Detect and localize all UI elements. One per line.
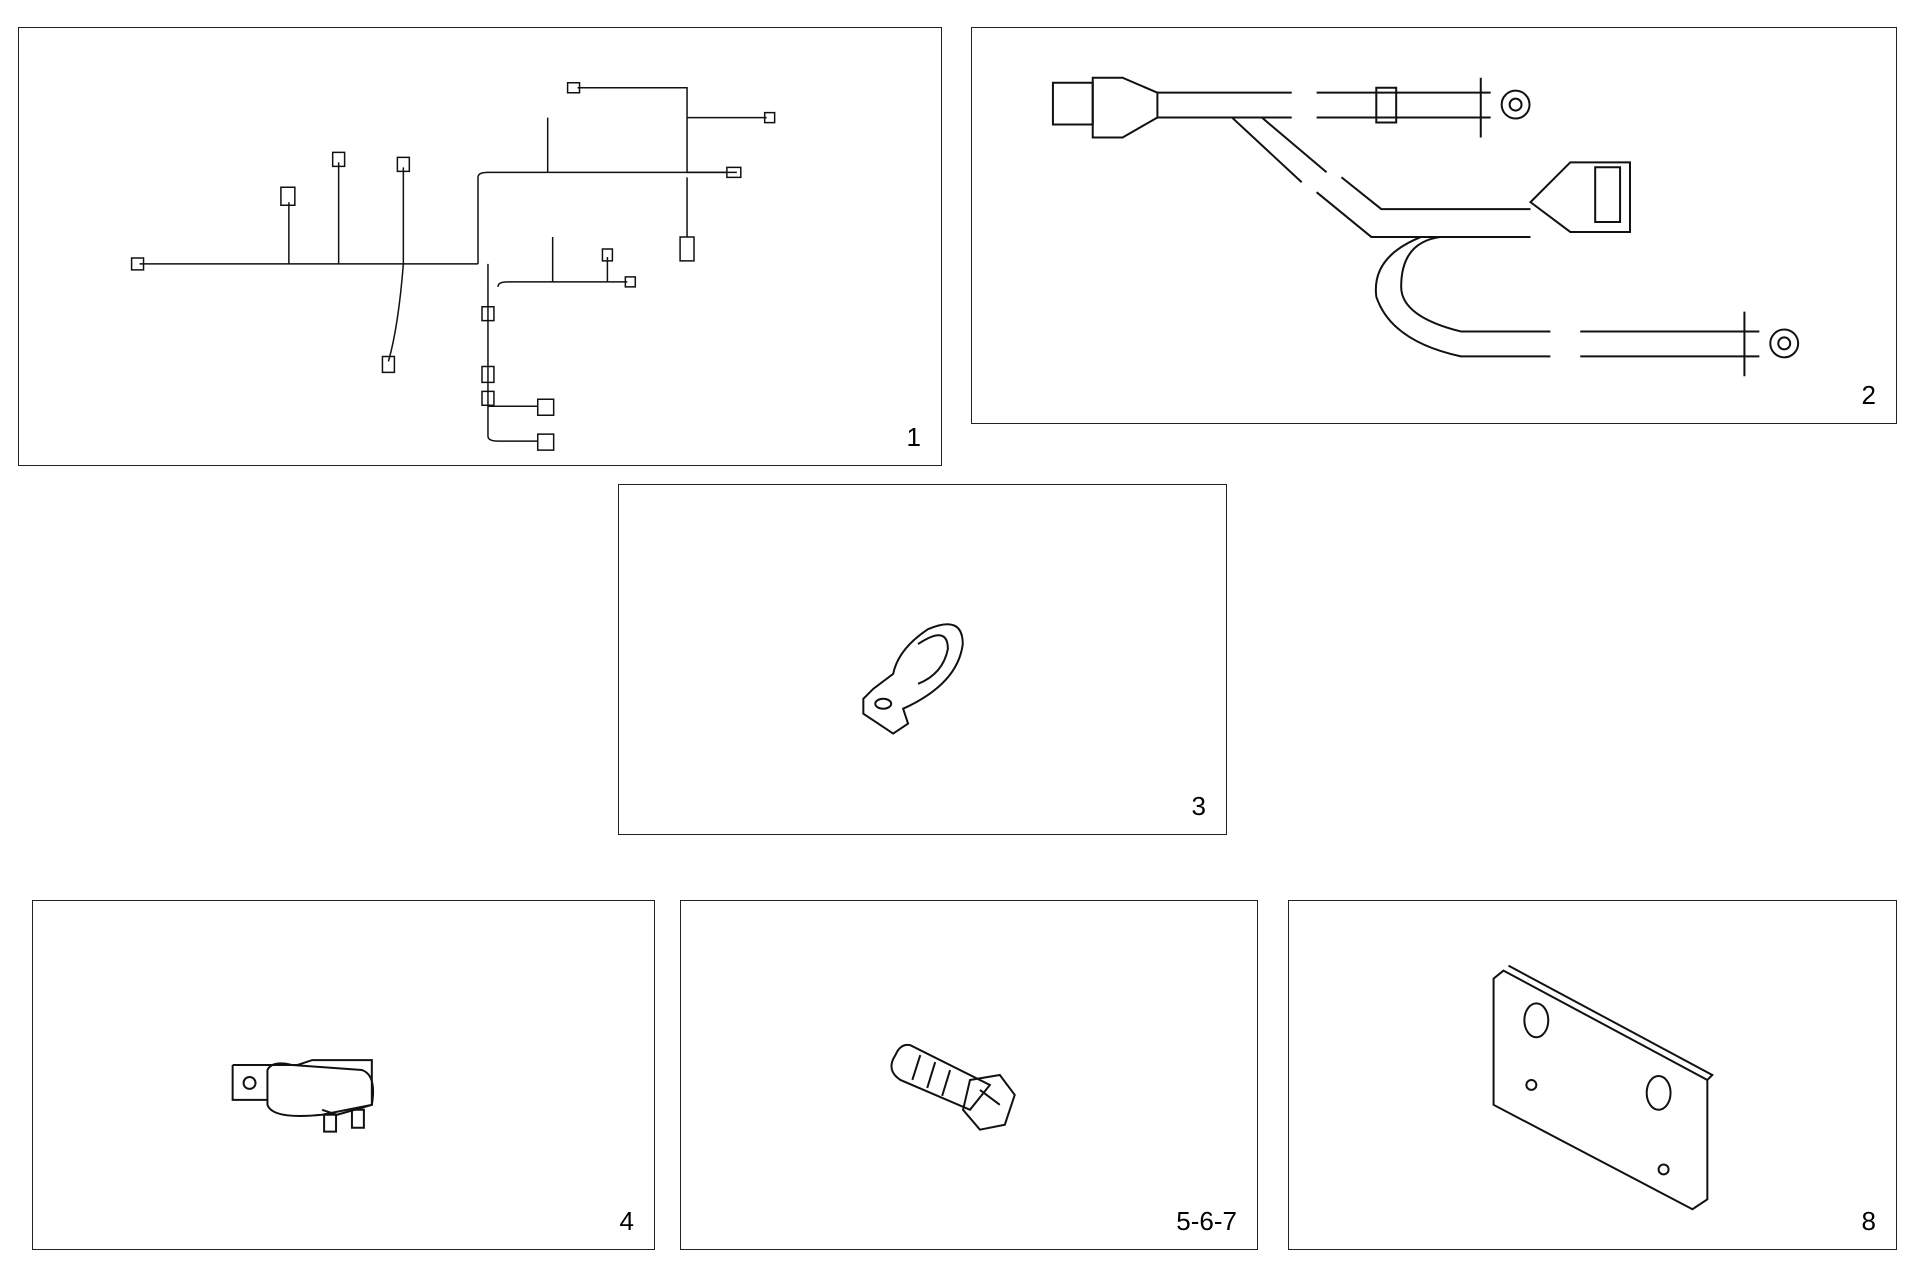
panel-label: 3 (1191, 791, 1206, 821)
cable-clamp-drawing (619, 485, 1226, 834)
wiring-harness-drawing (19, 28, 941, 465)
panel-label: 8 (1861, 1206, 1876, 1236)
panel-mounting-plate: 8 (1288, 900, 1897, 1250)
panel-cable-clamp: 3 (618, 484, 1227, 835)
panel-relay: 4 (32, 900, 655, 1250)
y-cable-drawing (972, 28, 1896, 423)
panel-label: 1 (906, 422, 921, 452)
panel-label: 5-6-7 (1176, 1206, 1237, 1236)
panel-y-cable: 2 (971, 27, 1897, 424)
panel-label: 2 (1861, 380, 1876, 410)
bolt-drawing (681, 901, 1257, 1249)
panel-bolt: 5-6-7 (680, 900, 1258, 1250)
relay-drawing (33, 901, 654, 1249)
panel-label: 4 (619, 1206, 634, 1236)
panel-wiring-harness: 1 (18, 27, 942, 466)
mounting-plate-drawing (1289, 901, 1896, 1249)
